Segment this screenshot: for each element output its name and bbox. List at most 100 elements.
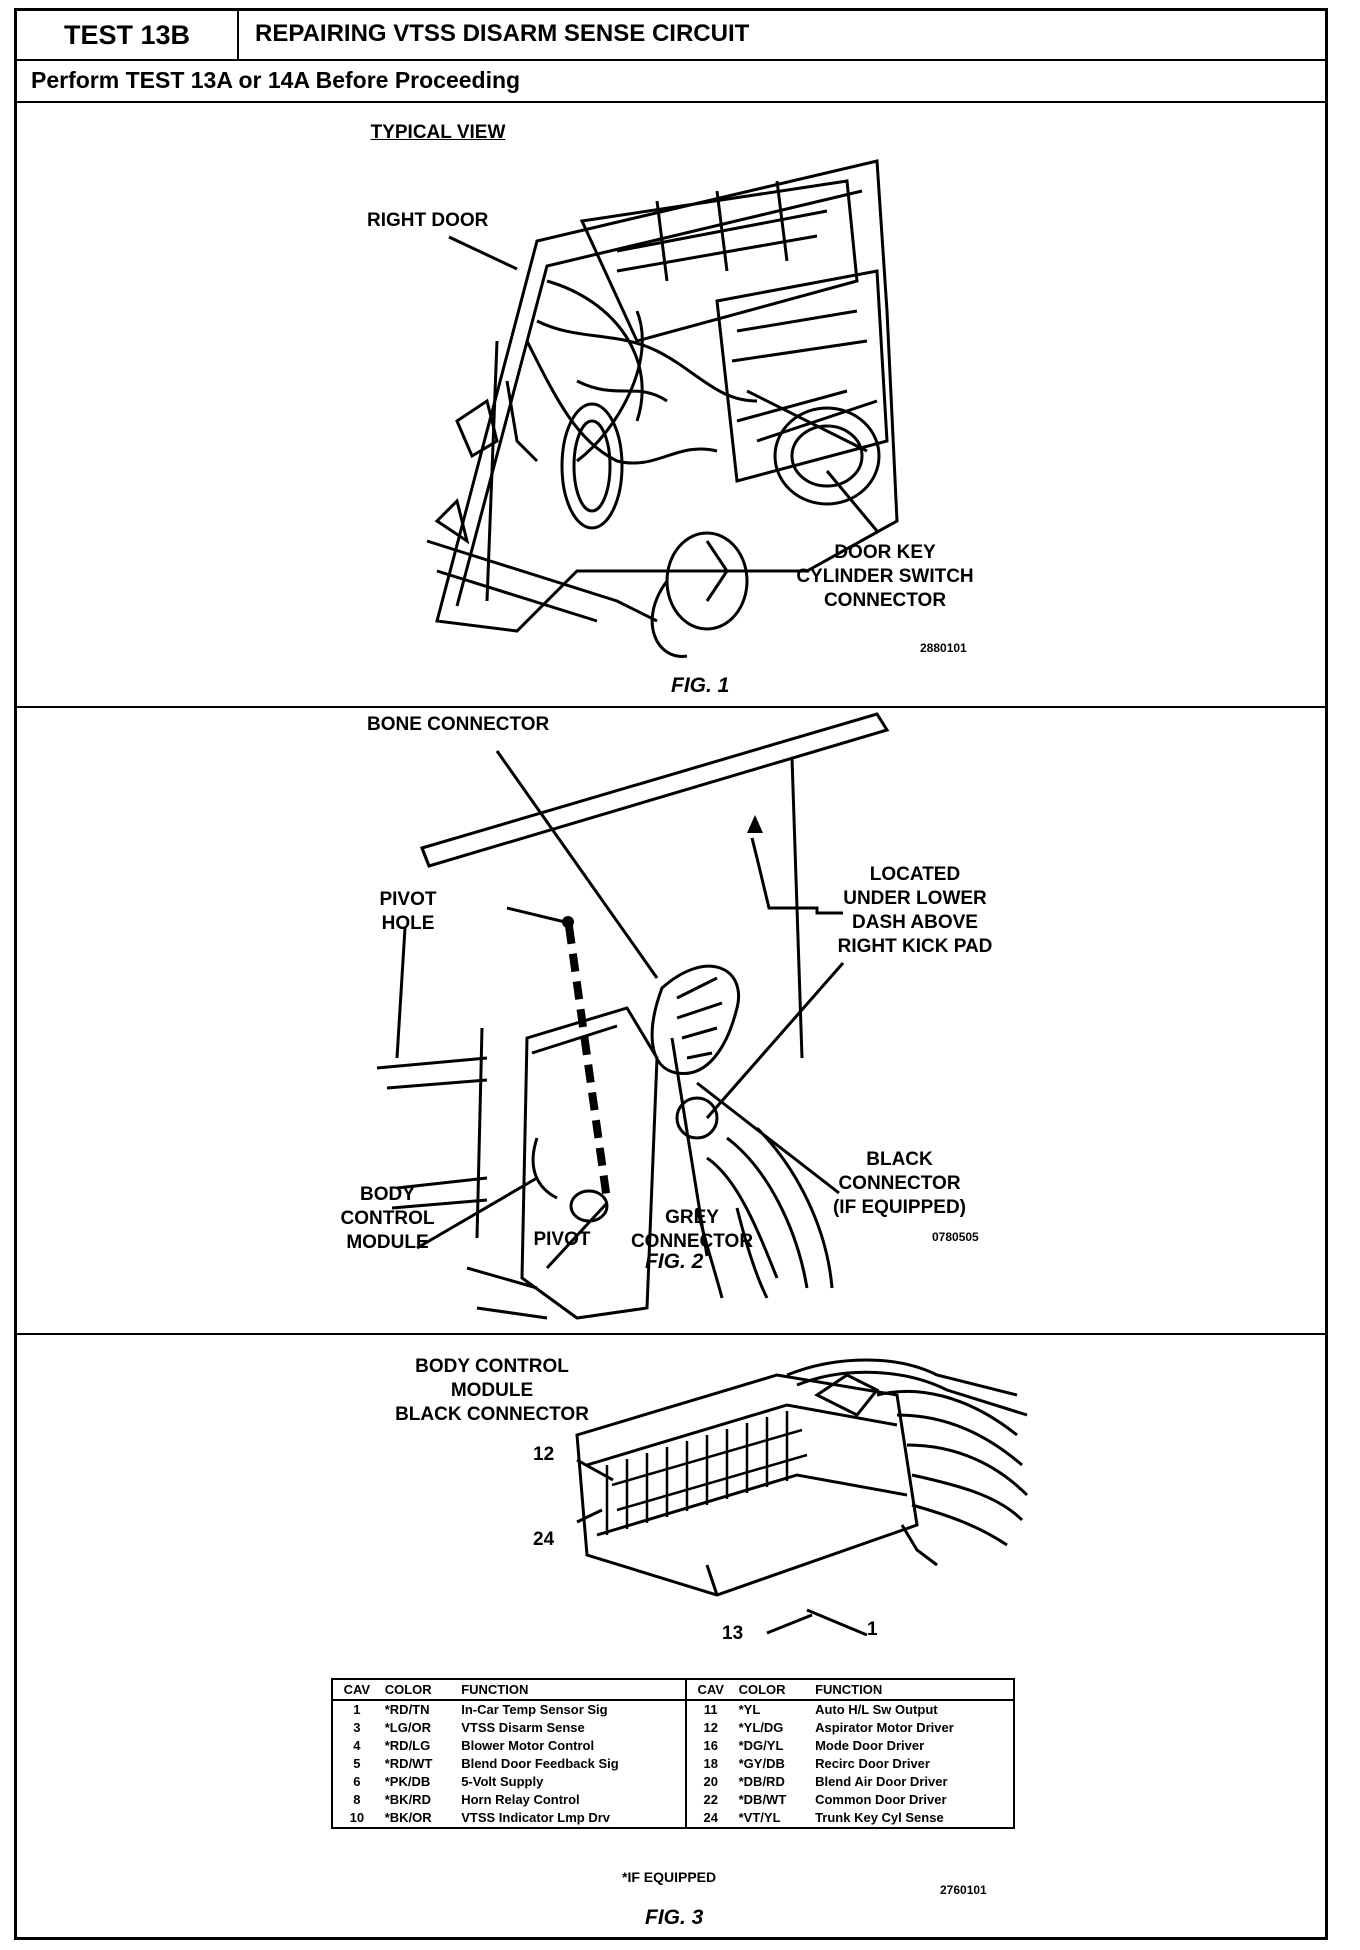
- location-label-line4: RIGHT KICK PAD: [837, 936, 993, 957]
- location-label-line2: UNDER LOWER: [843, 888, 987, 909]
- pivot-hole-label: PIVOT HOLE: [363, 888, 453, 936]
- pin-1-label: 1: [867, 1619, 878, 1640]
- figure-1-panel: TYPICAL VIEW RIGHT DOOR DOOR KEY CYLINDE…: [17, 101, 1325, 706]
- color-cell: *YL/DG: [738, 1720, 784, 1735]
- header-color-2: COLOR: [734, 1679, 812, 1701]
- page-subtitle: Perform TEST 13A or 14A Before Proceedin…: [17, 59, 1325, 103]
- header-function-2: FUNCTION: [811, 1679, 1014, 1701]
- color-cell: *DB/WT: [738, 1792, 787, 1807]
- color-cell: *RD/WT: [384, 1756, 433, 1771]
- connector-title-line1: BODY CONTROL: [415, 1356, 569, 1377]
- figure-3-code: 2760101: [940, 1883, 987, 1897]
- figure-2-panel: BONE CONNECTOR PIVOT HOLE LOCATED UNDER …: [17, 708, 1325, 1333]
- cav-cell: 8: [353, 1792, 361, 1807]
- connector-title-line3: BLACK CONNECTOR: [395, 1404, 589, 1425]
- cavity-table-row: 3 *LG/OR VTSS Disarm Sense 12*YL/DG Aspirato…: [332, 1719, 1014, 1737]
- function-cell: Aspirator Motor Driver: [815, 1720, 954, 1735]
- page-title: REPAIRING VTSS DISARM SENSE CIRCUIT: [255, 20, 750, 47]
- color-cell: *LG/OR: [384, 1720, 431, 1735]
- pin-12-label: 12: [533, 1444, 555, 1465]
- cav-cell: 10: [349, 1810, 365, 1825]
- bone-connector-label: BONE CONNECTOR: [367, 714, 550, 735]
- location-label-line1: LOCATED: [869, 864, 961, 885]
- pivot-hole-label-line1: PIVOT: [379, 889, 437, 910]
- color-cell: *VT/YL: [738, 1810, 781, 1825]
- black-connector-label: BLACK CONNECTOR (IF EQUIPPED): [817, 1148, 982, 1220]
- function-cell: Mode Door Driver: [815, 1738, 925, 1753]
- right-door-label: RIGHT DOOR: [367, 210, 489, 231]
- typical-view-label: TYPICAL VIEW: [370, 122, 506, 143]
- door-key-label: DOOR KEY CYLINDER SWITCH CONNECTOR: [785, 541, 985, 613]
- figure-2-code: 0780505: [932, 1230, 979, 1244]
- cav-cell: 22: [684, 1791, 735, 1809]
- cav-cell: 20: [684, 1773, 735, 1791]
- cavity-table: CAV COLOR FUNCTION CAV COLOR FUNCTION 1 *…: [331, 1678, 1015, 1829]
- divider-1: [17, 706, 1325, 708]
- color-cell: *YL: [738, 1702, 761, 1717]
- location-label-line3: DASH ABOVE: [852, 912, 978, 933]
- bcm-label-line2: CONTROL: [340, 1208, 435, 1229]
- body-control-module-label: BODY CONTROL MODULE: [335, 1183, 440, 1255]
- grey-connector-label: GREY CONNECTOR: [617, 1206, 767, 1254]
- header-bar: TEST 13B REPAIRING VTSS DISARM SENSE CIR…: [17, 11, 1325, 61]
- test-sheet: TEST 13B REPAIRING VTSS DISARM SENSE CIR…: [14, 8, 1328, 1940]
- cav-cell: 4: [353, 1738, 361, 1753]
- cav-cell: 16: [684, 1737, 735, 1755]
- figure-3-panel: BODY CONTROL MODULE BLACK CONNECTOR 12 2…: [17, 1335, 1325, 1935]
- function-cell: Trunk Key Cyl Sense: [815, 1810, 944, 1825]
- cav-cell: 18: [684, 1755, 735, 1773]
- connector-title: BODY CONTROL MODULE BLACK CONNECTOR: [367, 1355, 617, 1427]
- door-key-label-line3: CONNECTOR: [823, 590, 947, 611]
- cavity-table-row: 10 *BK/OR VTSS Indicator Lmp Drv 24*VT/YL Tr…: [332, 1809, 1014, 1828]
- cav-cell: 12: [684, 1719, 735, 1737]
- pivot-hole-label-line2: HOLE: [381, 913, 435, 934]
- color-cell: *BK/RD: [384, 1792, 431, 1807]
- cav-cell: 24: [684, 1809, 735, 1828]
- test-id: TEST 13B: [17, 11, 239, 59]
- bcm-label-line3: MODULE: [346, 1232, 429, 1253]
- function-cell: 5-Volt Supply: [461, 1774, 544, 1789]
- door-key-label-line2: CYLINDER SWITCH: [796, 566, 974, 587]
- grey-connector-label-line2: CONNECTOR: [630, 1231, 754, 1252]
- cavity-table-header: CAV COLOR FUNCTION CAV COLOR FUNCTION: [332, 1679, 1014, 1701]
- header-function: FUNCTION: [457, 1679, 686, 1701]
- function-cell: VTSS Disarm Sense: [461, 1720, 585, 1735]
- color-cell: *PK/DB: [384, 1774, 431, 1789]
- bcm-location-illustration: [376, 712, 890, 1320]
- color-cell: *GY/DB: [738, 1756, 785, 1771]
- cav-cell: 6: [353, 1774, 361, 1789]
- cav-cell: 3: [353, 1720, 361, 1735]
- bcm-label-line1: BODY: [360, 1184, 415, 1205]
- header-color: COLOR: [380, 1679, 458, 1701]
- pin-13-label: 13: [722, 1623, 744, 1644]
- pin-24-label: 24: [533, 1529, 555, 1550]
- function-cell: VTSS Indicator Lmp Drv: [461, 1810, 611, 1825]
- function-cell: Common Door Driver: [815, 1792, 947, 1807]
- black-connector-label-line2: CONNECTOR: [838, 1173, 961, 1194]
- header-cav: CAV: [332, 1679, 381, 1701]
- divider-2: [17, 1333, 1325, 1335]
- function-cell: Blower Motor Control: [461, 1738, 595, 1753]
- grey-connector-label-line1: GREY: [665, 1207, 719, 1228]
- cav-cell: 5: [353, 1756, 361, 1771]
- figure-2-caption: FIG. 2: [645, 1250, 704, 1273]
- connector-title-line2: MODULE: [450, 1380, 534, 1401]
- figure-3-caption: FIG. 3: [645, 1906, 704, 1929]
- black-connector-illustration: [575, 1358, 1029, 1637]
- black-connector-label-line1: BLACK: [866, 1149, 933, 1170]
- function-cell: Blend Air Door Driver: [815, 1774, 948, 1789]
- function-cell: In-Car Temp Sensor Sig: [461, 1702, 608, 1717]
- cav-cell: 11: [684, 1700, 735, 1719]
- color-cell: *RD/LG: [384, 1738, 431, 1753]
- door-key-label-line1: DOOR KEY: [834, 542, 936, 563]
- color-cell: *BK/OR: [384, 1810, 432, 1825]
- header-cav-2: CAV: [684, 1679, 735, 1701]
- footnote: *IF EQUIPPED: [622, 1869, 717, 1885]
- black-connector-label-line3: (IF EQUIPPED): [832, 1197, 966, 1218]
- function-cell: Blend Door Feedback Sig: [461, 1756, 619, 1771]
- cav-cell: 1: [353, 1702, 361, 1717]
